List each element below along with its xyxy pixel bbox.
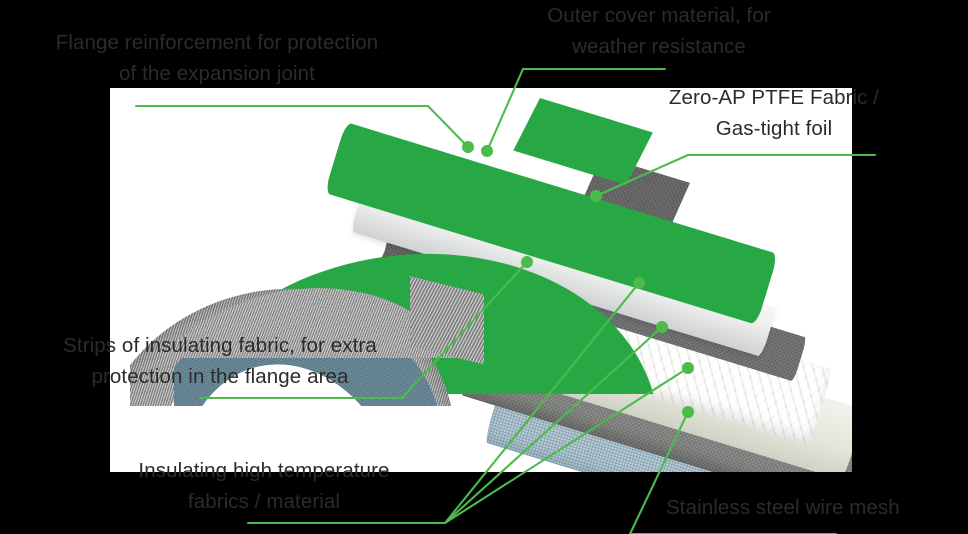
callout-outer-cover: Outer cover material, for weather resist… xyxy=(547,4,771,58)
callout-insulating-strips: Strips of insulating fabric, for extra p… xyxy=(63,334,377,388)
callout-zero-ap-ptfe: Zero-AP PTFE Fabric / Gas-tight foil xyxy=(668,86,880,140)
illustration-panel xyxy=(110,88,852,472)
callout-flange-reinforcement: Flange reinforcement for protection of t… xyxy=(55,31,379,85)
callout-insulating-fabrics: Insulating high temperature fabrics / ma… xyxy=(138,459,390,513)
callout-stainless-steel-mesh: Stainless steel wire mesh xyxy=(666,496,900,519)
